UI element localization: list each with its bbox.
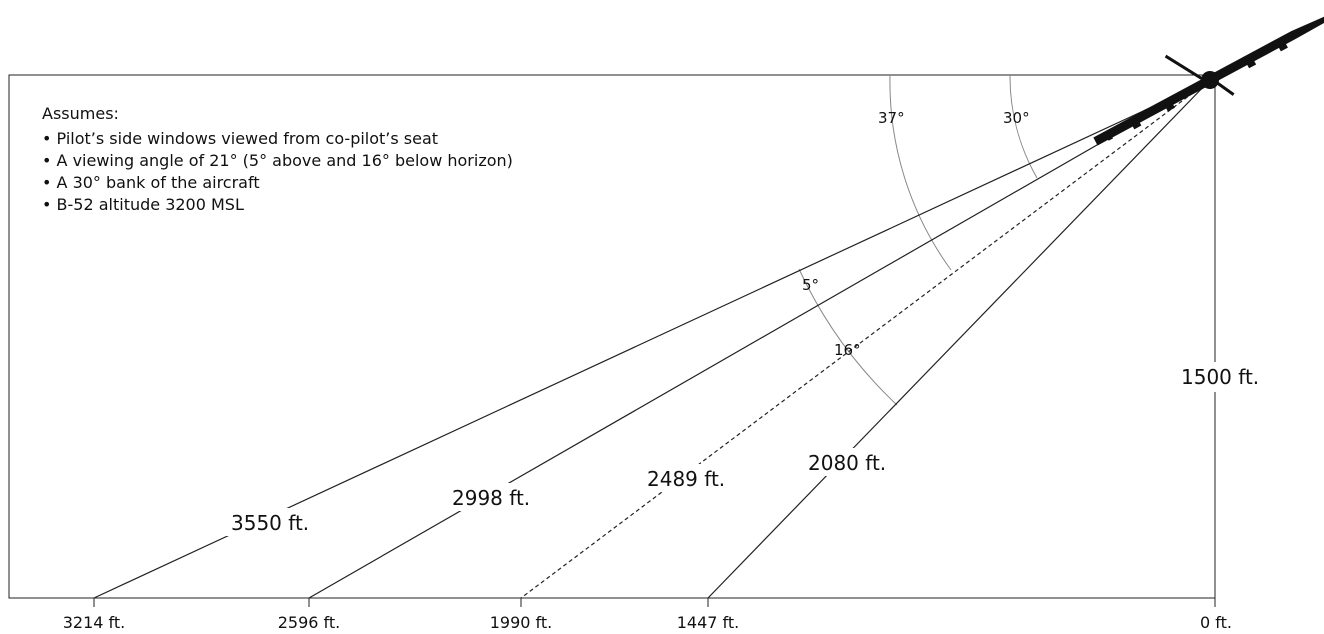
- ground-tick-2596: 2596 ft.: [278, 613, 341, 632]
- assumption-item: A 30° bank of the aircraft: [42, 172, 513, 194]
- ground-tick-3214: 3214 ft.: [63, 613, 126, 632]
- length-label-2080: 2080 ft.: [808, 451, 886, 475]
- arc-37: [889, 74, 952, 271]
- b52-aircraft-icon: [1093, 14, 1324, 146]
- assumptions-block: Assumes: Pilot’s side windows viewed fro…: [42, 103, 513, 216]
- sight-line-2080: [707, 79, 1211, 599]
- assumptions-heading: Assumes:: [42, 104, 119, 123]
- ground-tick-1990: 1990 ft.: [490, 613, 553, 632]
- angle-label-5: 5°: [802, 276, 819, 294]
- angle-label-16: 16°: [834, 341, 861, 359]
- sight-line-2998: [308, 79, 1211, 599]
- ground-tick-1447: 1447 ft.: [677, 613, 740, 632]
- assumption-item: Pilot’s side windows viewed from co-pilo…: [42, 128, 513, 150]
- assumptions-list: Pilot’s side windows viewed from co-pilo…: [42, 128, 513, 216]
- length-label-2998: 2998 ft.: [452, 486, 530, 510]
- arc-5-16: [798, 268, 898, 406]
- assumption-item: B-52 altitude 3200 MSL: [42, 194, 513, 216]
- ground-tick-0: 0 ft.: [1200, 613, 1232, 632]
- angle-label-30: 30°: [1003, 109, 1030, 127]
- length-label-3550: 3550 ft.: [231, 511, 309, 535]
- arc-30: [1009, 74, 1038, 179]
- sight-line-2489: [520, 79, 1211, 599]
- assumption-item: A viewing angle of 21° (5° above and 16°…: [42, 150, 513, 172]
- angle-label-37: 37°: [878, 109, 905, 127]
- length-label-2489: 2489 ft.: [647, 467, 725, 491]
- altitude-label: 1500 ft.: [1181, 365, 1259, 389]
